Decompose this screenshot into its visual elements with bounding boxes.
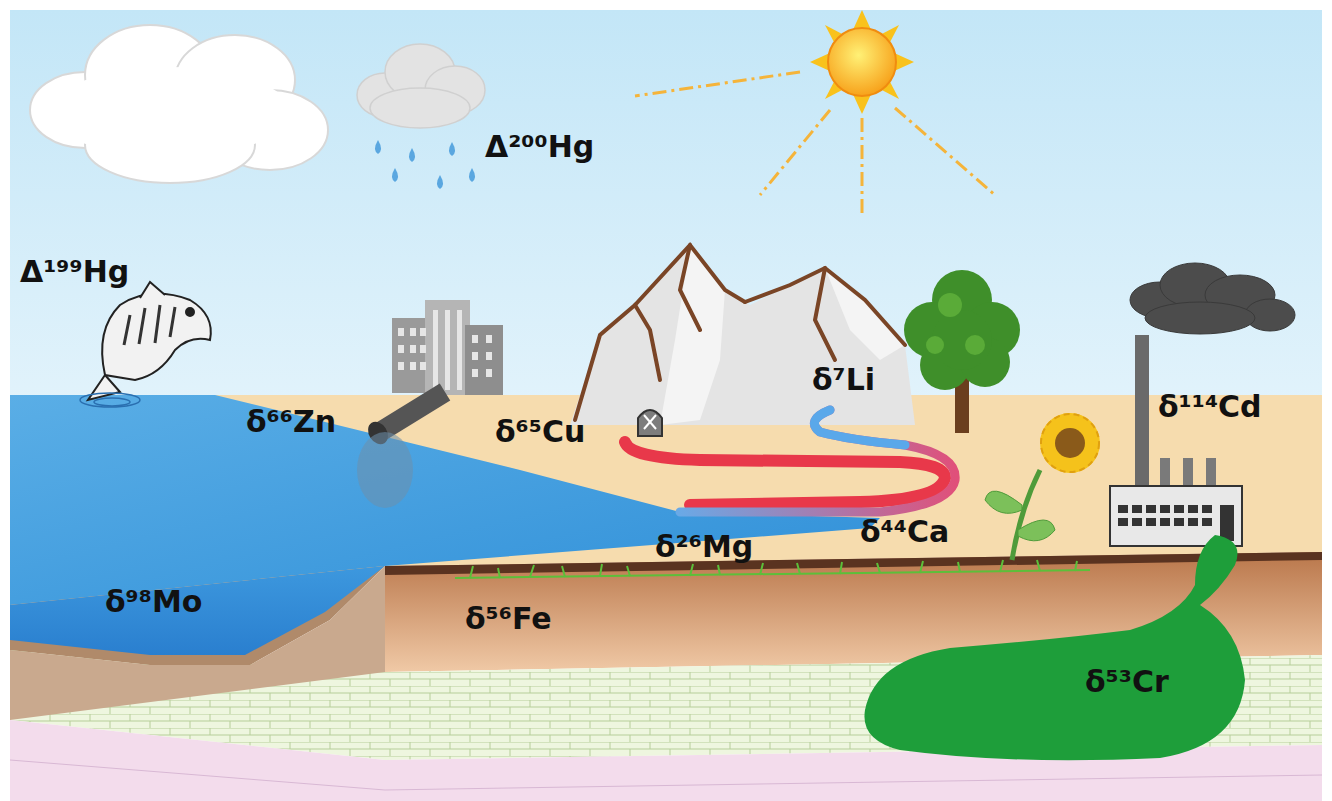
isotope-label: δ⁹⁸Mo [105,585,202,618]
isotope-label: δ²⁶Mg [655,530,753,563]
contamination-plume: δ⁵³Cr [860,530,1245,765]
plume-shape [860,530,1245,765]
isotope-label: δ⁶⁵Cu [495,415,585,448]
isotope-label: δ⁴⁴Ca [860,515,949,548]
isotope-label: δ¹¹⁴Cd [1158,390,1262,423]
isotope-label: δ⁶⁶Zn [246,405,336,438]
isotope-label: Δ²⁰⁰Hg [485,130,594,163]
isotope-label: δ⁵³Cr [1085,665,1169,698]
isotope-label: Δ¹⁹⁹Hg [20,255,129,288]
isotope-label: δ⁵⁶Fe [465,602,552,635]
isotope-label: δ⁷Li [812,363,875,396]
